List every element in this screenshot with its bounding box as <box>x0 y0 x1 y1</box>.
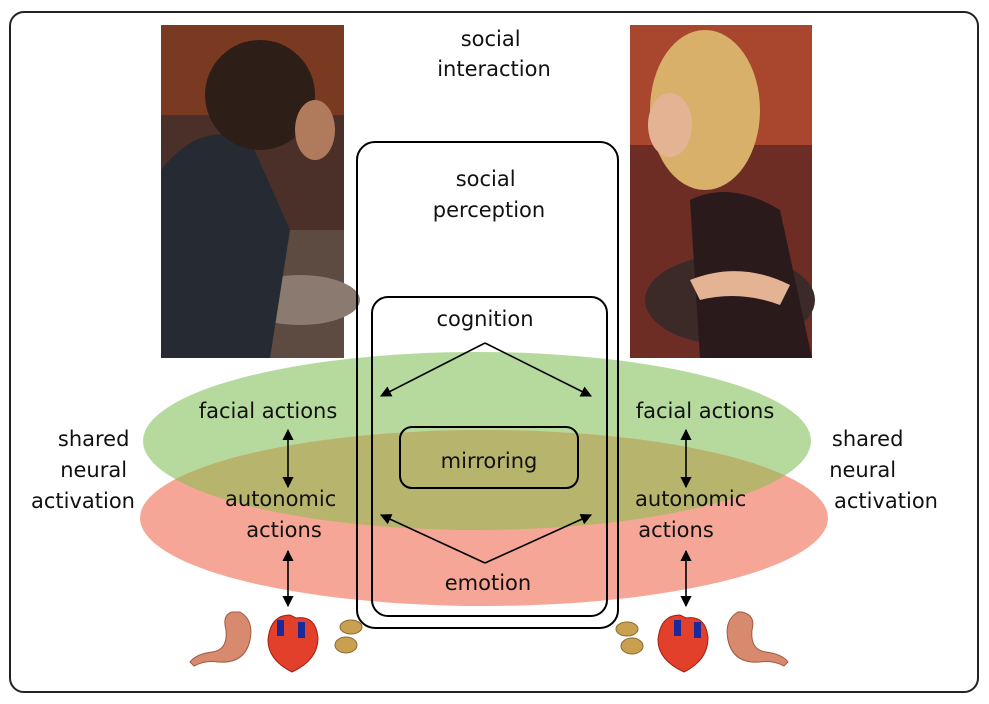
left-organs <box>189 611 363 673</box>
social-interaction-label: social interaction <box>437 27 551 81</box>
mirroring-box <box>399 426 579 489</box>
emotion-arrow-left <box>379 514 486 564</box>
cognition-emotion-box <box>371 296 608 617</box>
adrenal-gland-icon <box>615 621 644 655</box>
mirroring-label: mirroring <box>441 449 538 473</box>
shared-neural-activation-right-label: shared neural activation <box>829 427 938 513</box>
shared-neural-activation-left-label: shared neural activation <box>31 427 136 513</box>
heart-icon <box>657 614 709 673</box>
emotion-label: emotion <box>445 571 531 595</box>
right-organs <box>615 611 789 673</box>
social-perception-label: social perception <box>433 167 545 222</box>
cognition-label: cognition <box>436 307 533 331</box>
man-photo <box>161 25 360 358</box>
facial-actions-left-label: facial actions <box>199 399 338 423</box>
autonomic-actions-left-label: autonomic actions <box>225 487 343 542</box>
overlap-region <box>143 430 811 530</box>
stomach-icon <box>189 611 252 667</box>
arrows <box>282 342 692 608</box>
adrenal-gland-icon <box>334 619 363 654</box>
autonomic-actions-right-label: autonomic actions <box>635 487 753 542</box>
social-perception-box <box>356 141 619 629</box>
facial-actions-right-label: facial actions <box>636 399 775 423</box>
cognition-arrow-left <box>380 342 486 397</box>
cognition-arrow-right <box>484 342 593 397</box>
emotion-arrow-right <box>484 514 593 564</box>
woman-photo <box>630 25 815 358</box>
stomach-icon <box>726 611 789 667</box>
heart-icon <box>267 614 319 673</box>
